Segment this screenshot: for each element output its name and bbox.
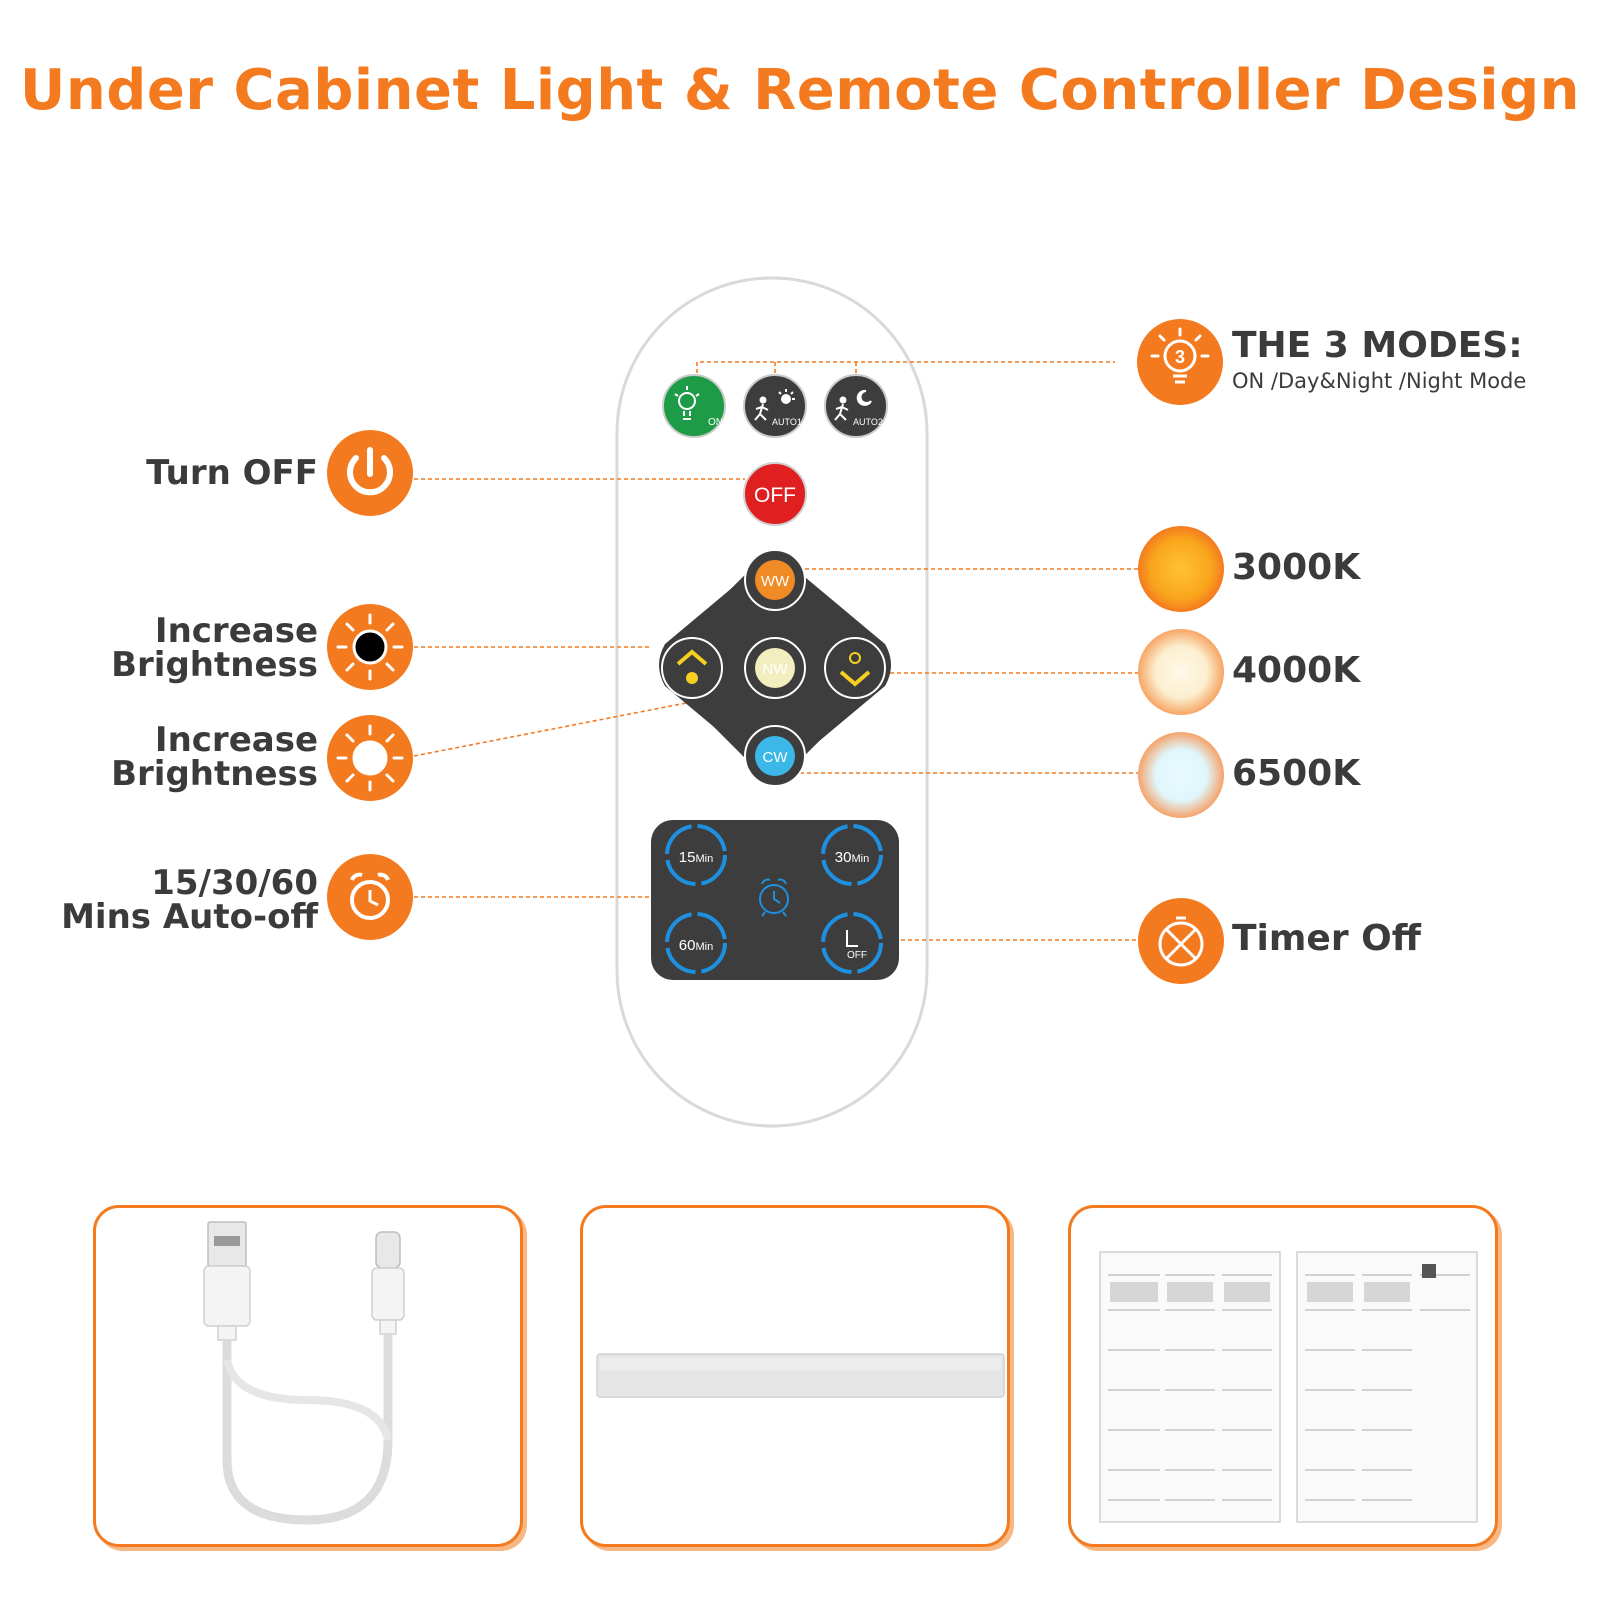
auto-off-line2: Mins Auto-off [61,897,318,937]
adhesive-strip-image [596,1353,1005,1398]
power-icon [327,430,413,516]
brightness-down-icon [839,652,871,687]
color-4000k-label: 4000K [1232,650,1361,691]
brightness-down-button[interactable] [824,637,886,699]
on-mode-label: ON [708,417,723,428]
timer-60-value: 60 [679,937,696,954]
ww-button[interactable]: WW [744,549,806,611]
on-mode-button[interactable]: ON [662,374,726,438]
bulb-icon [674,386,700,420]
timer-30-unit: Min [851,853,869,865]
timer-15-unit: Min [695,853,713,865]
increase-brightness-label-2: Increase Brightness [80,723,318,791]
color-6500k-label: 6500K [1232,753,1361,794]
increase-brightness-2-line2: Brightness [111,754,318,794]
three-modes-subtitle: ON /Day&Night /Night Mode [1232,369,1527,393]
nw-label: NW [763,661,789,678]
timer-60-unit: Min [695,941,713,953]
increase-brightness-label-1: Increase Brightness [80,614,318,682]
motion-sun-icon [754,389,795,421]
color-3000k-swatch [1138,526,1224,612]
color-6500k-swatch [1138,732,1224,818]
increase-brightness-2-line1: Increase [154,720,318,760]
svg-text:60Min: 60Min [679,937,713,954]
color-4000k-swatch [1138,629,1224,715]
brightness-up-icon [676,649,708,684]
timer-off-feature-label: Timer Off [1232,918,1421,959]
cw-label: CW [763,749,789,766]
timer-15-value: 15 [679,849,696,866]
timer-60-button[interactable]: 60Min [665,912,727,974]
alarm-clock-icon [759,878,789,917]
mode-buttons: ON AUTO1 AUTO2 [662,374,888,438]
brightness-light-icon [327,715,413,801]
color-3000k-label: 3000K [1232,547,1361,588]
three-modes-title: THE 3 MODES: [1232,325,1523,366]
svg-text:15Min: 15Min [679,849,713,866]
off-button-label: OFF [754,484,796,507]
turn-off-label: Turn OFF [146,453,318,493]
auto1-mode-button[interactable]: AUTO1 [743,374,807,438]
usb-cable-panel [93,1205,523,1547]
page-title: Under Cabinet Light & Remote Controller … [19,58,1581,123]
timer-off-button[interactable]: OFF [821,912,883,974]
brightness-dark-icon [327,604,413,690]
svg-text:30Min: 30Min [835,849,869,866]
cw-button[interactable]: CW [744,725,806,787]
auto-off-label: 15/30/60 Mins Auto-off [40,866,318,934]
timer-off-label: OFF [847,950,867,961]
timer-30-button[interactable]: 30Min [821,824,883,886]
alarm-icon [327,854,413,940]
instruction-manual-image [1099,1251,1478,1523]
timer-off-icon [1138,898,1224,984]
three-modes-icon: 3 [1137,319,1223,405]
auto2-mode-button[interactable]: AUTO2 [824,374,888,438]
increase-brightness-1-line1: Increase [154,611,318,651]
auto2-mode-label: AUTO2 [853,417,883,427]
off-button[interactable]: OFF [743,462,807,526]
increase-brightness-1-line2: Brightness [111,645,318,685]
brightness-up-button[interactable] [661,637,723,699]
motion-moon-icon [834,389,872,421]
usb-cable-image [203,1221,405,1525]
nw-button[interactable]: NW [744,637,806,699]
ww-label: WW [761,573,790,590]
timer-15-button[interactable]: 15Min [665,824,727,886]
auto-off-line1: 15/30/60 [151,863,318,903]
auto1-mode-label: AUTO1 [772,417,802,427]
svg-text:3: 3 [1175,347,1185,367]
timer-30-value: 30 [835,849,852,866]
